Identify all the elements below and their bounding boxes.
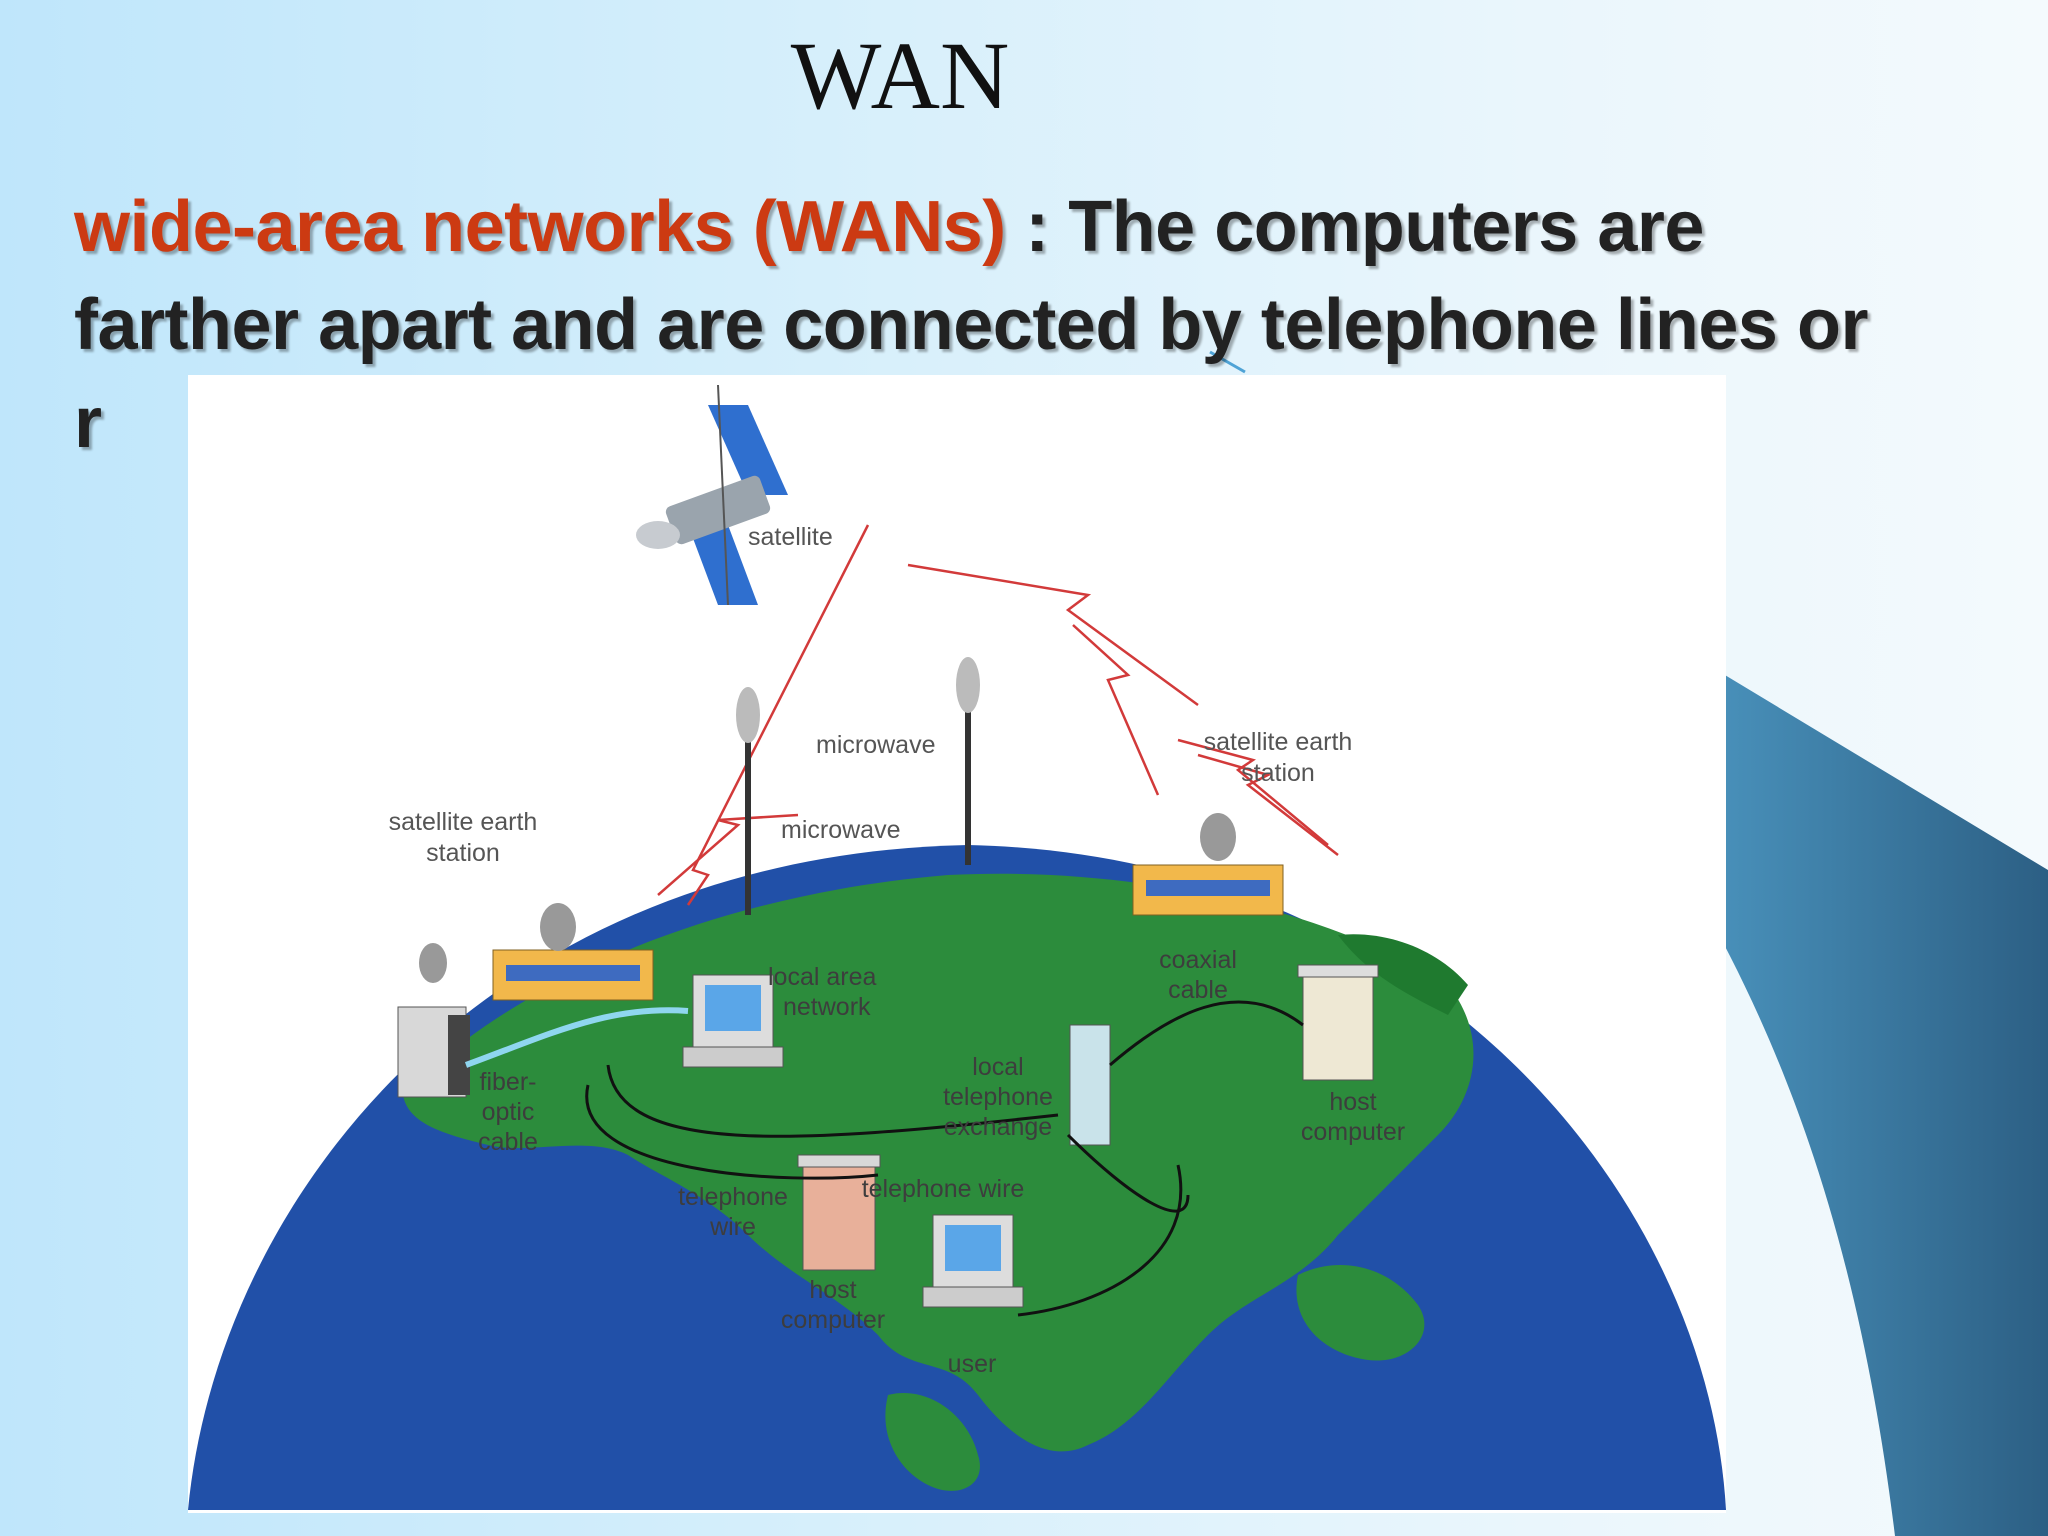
telephone-wire-left-label-2: wire <box>709 1213 756 1241</box>
wan-diagram: satellite microwave microwave satellite … <box>188 375 1726 1513</box>
satellite-icon <box>636 384 788 606</box>
fiber-label-1: fiber- <box>480 1068 537 1096</box>
slide-body-text: wide-area networks (WANs) : The computer… <box>74 178 1914 472</box>
earth-station-right-label-2: station <box>1241 759 1315 787</box>
exchange-label-1: local <box>972 1053 1023 1081</box>
wan-term: wide-area networks (WANs) <box>74 187 1006 267</box>
fiber-label-3: cable <box>478 1128 538 1156</box>
lan-label-2: network <box>783 993 871 1021</box>
earth-station-right-label-1: satellite earth <box>1204 728 1353 756</box>
telephone-wire-right-label: telephone wire <box>862 1175 1025 1203</box>
lan-computer-icon <box>682 974 784 1068</box>
exchange-label-2: telephone <box>943 1083 1053 1111</box>
coaxial-label-2: cable <box>1168 976 1228 1004</box>
host-right-label-1: host <box>1329 1088 1376 1116</box>
telephone-exchange-icon <box>1069 1024 1111 1146</box>
earth-station-left-label-1: satellite earth <box>389 808 538 836</box>
office-building-icon <box>397 943 470 1098</box>
exchange-label-3: exchange <box>944 1113 1052 1141</box>
earth-station-left-label-2: station <box>426 839 500 867</box>
host-bottom-label-1: host <box>809 1276 856 1304</box>
telephone-wire-left-label-1: telephone <box>678 1183 788 1211</box>
satellite-label: satellite <box>748 523 833 551</box>
coaxial-label-1: coaxial <box>1159 946 1237 974</box>
user-label: user <box>948 1350 997 1378</box>
slide-title: WAN <box>790 22 1010 129</box>
cables <box>464 1000 1304 1317</box>
microwave-tower-icon <box>736 687 760 915</box>
separator: : <box>1005 187 1069 267</box>
lan-label-1: local area <box>768 963 876 991</box>
fiber-label-2: optic <box>482 1098 535 1126</box>
wan-description: The computers are farther apart and are … <box>74 187 1868 463</box>
host-computer-bottom-icon <box>797 1154 881 1271</box>
satellite-earth-station-left-icon <box>492 903 654 1001</box>
microwave-left-label: microwave <box>781 816 900 844</box>
microwave-top-label: microwave <box>816 731 935 759</box>
signal-links <box>657 524 1339 906</box>
user-computer-icon <box>922 1214 1024 1308</box>
host-computer-right-icon <box>1297 964 1379 1081</box>
microwave-tower-icon <box>956 657 980 865</box>
host-right-label-2: computer <box>1301 1118 1405 1146</box>
satellite-earth-station-right-icon <box>1132 813 1284 916</box>
host-bottom-label-2: computer <box>781 1306 885 1334</box>
